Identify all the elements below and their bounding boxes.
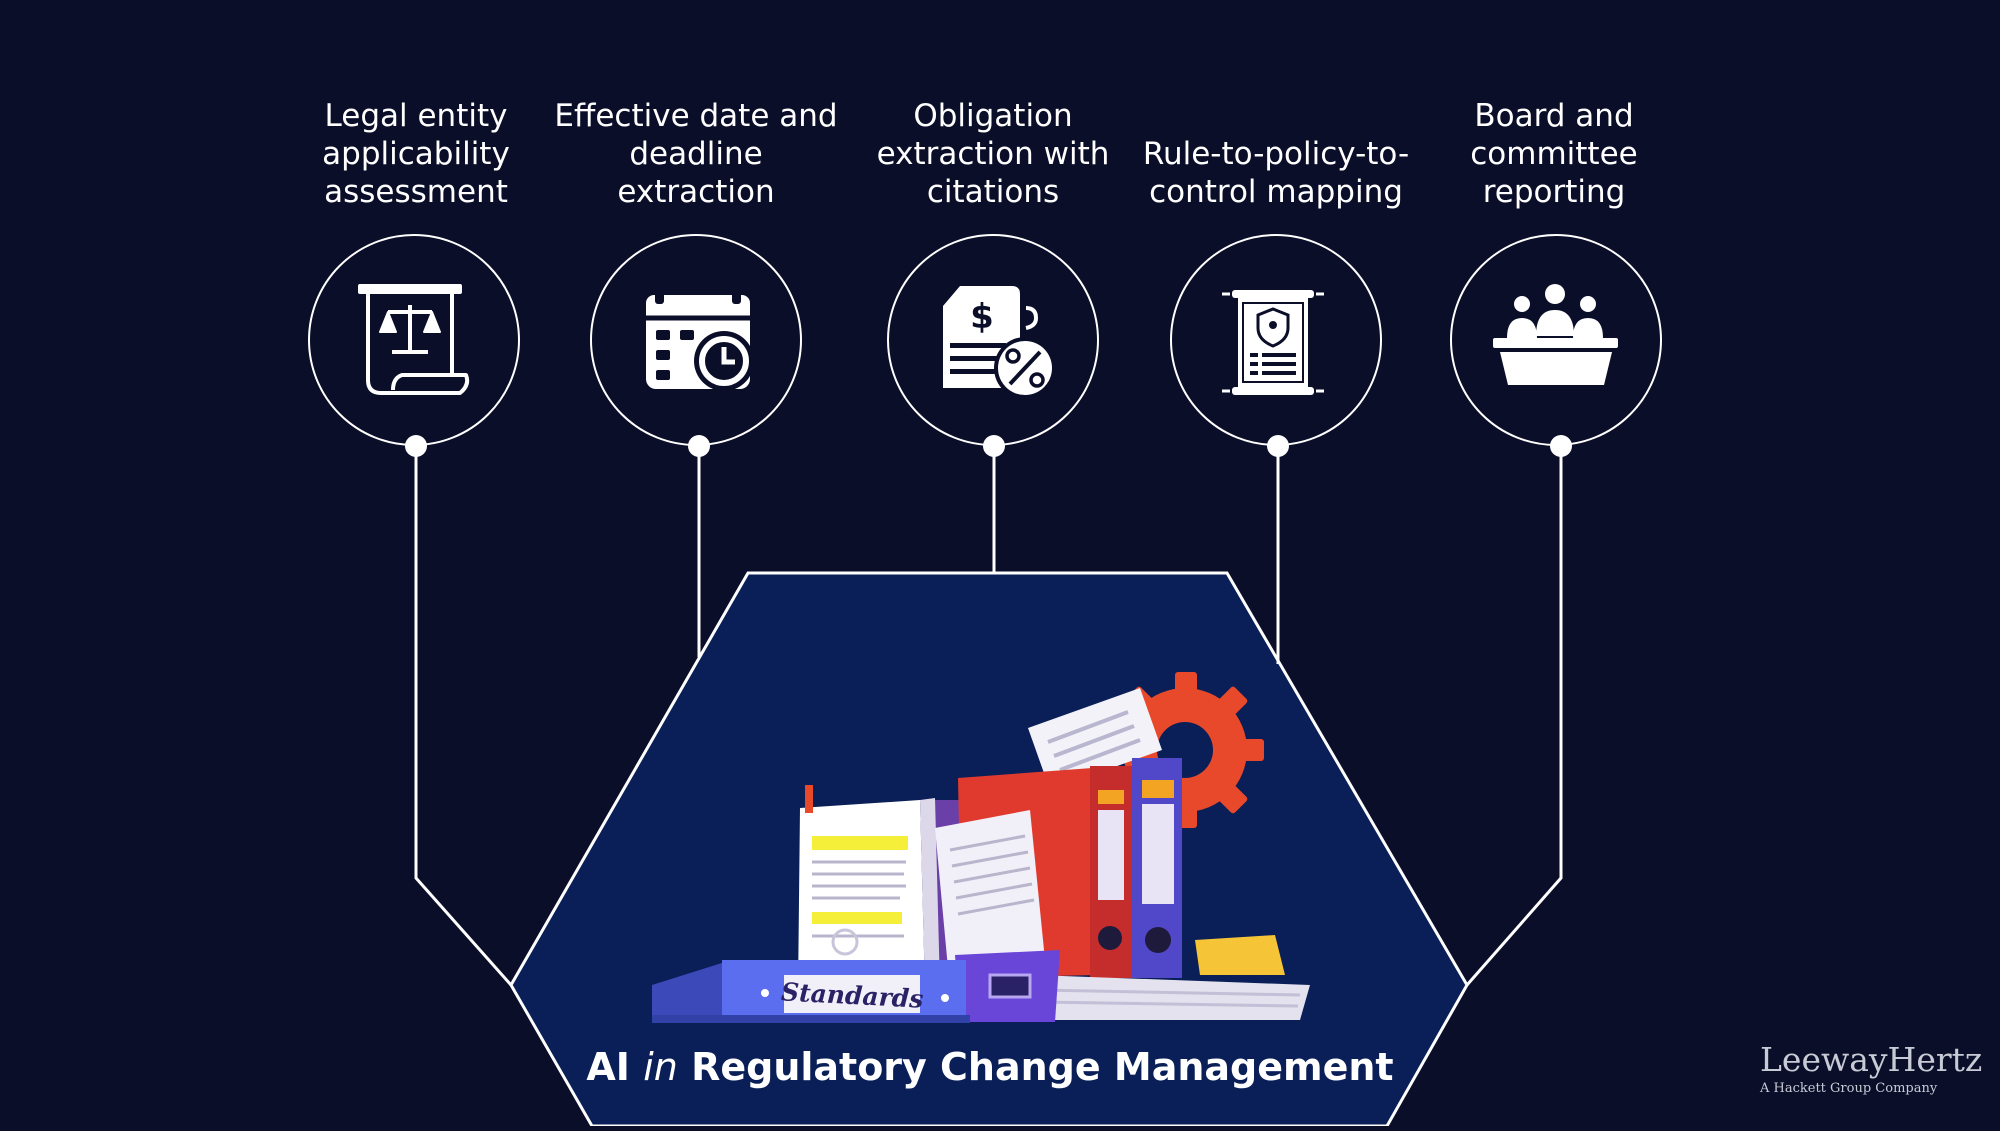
svg-text:$: $	[970, 297, 994, 337]
connector-dot-5	[1550, 435, 1572, 457]
feature-label-4: Rule-to-policy-to-control mapping	[1142, 136, 1410, 210]
connector-1	[414, 446, 513, 986]
policy-scroll-shield-icon	[1222, 290, 1324, 395]
boardroom-meeting-icon	[1493, 284, 1618, 385]
feature-label-2: Effective date and deadline extraction	[554, 98, 838, 210]
title-suffix: Regulatory Change Management	[691, 1045, 1394, 1089]
title-connector: in	[643, 1045, 678, 1089]
feature-label-3: Obligation extraction with citations	[876, 98, 1110, 210]
title-prefix: AI	[586, 1045, 630, 1089]
feature-circle-1	[308, 234, 520, 446]
financial-document-percent-icon: $	[943, 286, 1056, 399]
connector-5	[1465, 446, 1563, 986]
documents-binders-gear-illustration: Standards	[652, 672, 1310, 1023]
brand-name: LeewayHertz	[1760, 1040, 1983, 1079]
connector-dot-3	[983, 435, 1005, 457]
feature-label-1: Legal entity applicability assessment	[322, 98, 510, 210]
feature-label-5: Board and committee reporting	[1470, 98, 1638, 210]
connector-dot-2	[688, 435, 710, 457]
brand-tagline: A Hackett Group Company	[1760, 1081, 1938, 1096]
calendar-clock-icon	[646, 288, 754, 391]
diagram-title: AI in Regulatory Change Management	[500, 1045, 1480, 1089]
connector-dot-1	[405, 435, 427, 457]
connector-dot-4	[1267, 435, 1289, 457]
brand-logo: LeewayHertz A Hackett Group Company	[1760, 1040, 1983, 1096]
legal-scale-icon	[358, 284, 470, 395]
connector-lines	[414, 446, 1563, 986]
